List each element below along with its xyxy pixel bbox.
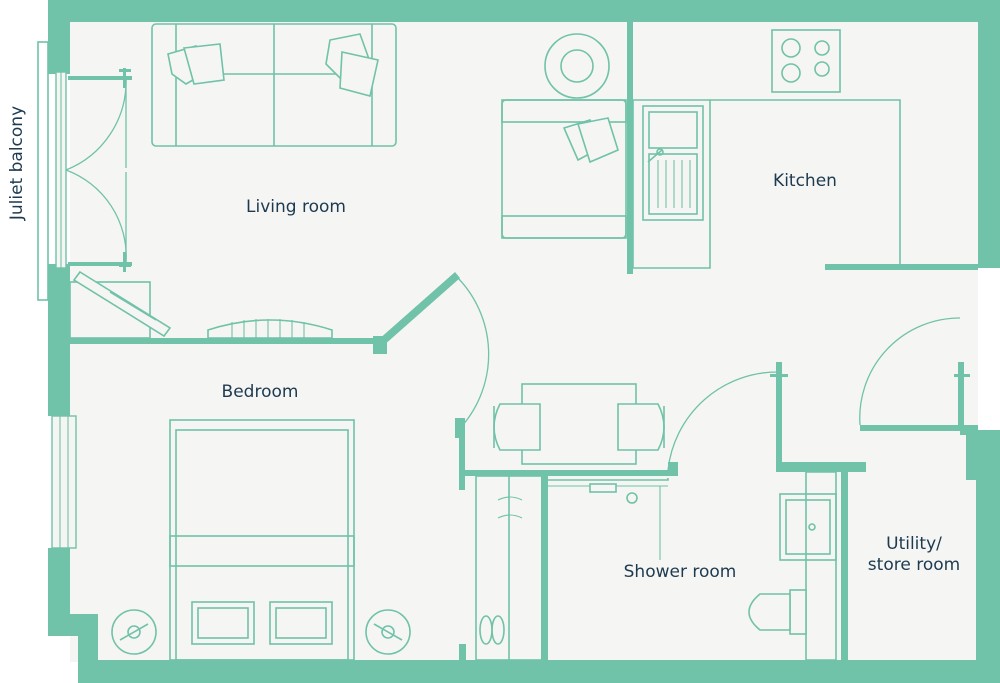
label-kitchen: Kitchen [773,171,837,191]
label-juliet-balcony: Juliet balcony [7,106,27,221]
radiator [207,319,333,339]
label-living-room: Living room [246,197,346,217]
kitchen-units [632,29,901,269]
wardrobe [475,475,543,661]
armchair [501,99,627,239]
side-table [544,33,610,99]
sofa [151,23,397,147]
shower-fixtures [548,371,837,661]
label-bedroom: Bedroom [222,382,299,402]
living-cabinet [69,270,172,339]
label-shower-room: Shower room [624,562,737,582]
bedroom-window [51,415,77,549]
label-utility-line1: Utility/ [886,534,942,554]
utility-door [859,317,970,429]
balcony-doors [37,41,132,301]
outer-walls [48,0,1000,683]
bedroom-door [378,272,490,427]
dining-set [493,383,665,465]
bed [169,419,355,661]
label-utility-line2: store room [868,555,960,575]
bedside-tables [111,609,411,655]
